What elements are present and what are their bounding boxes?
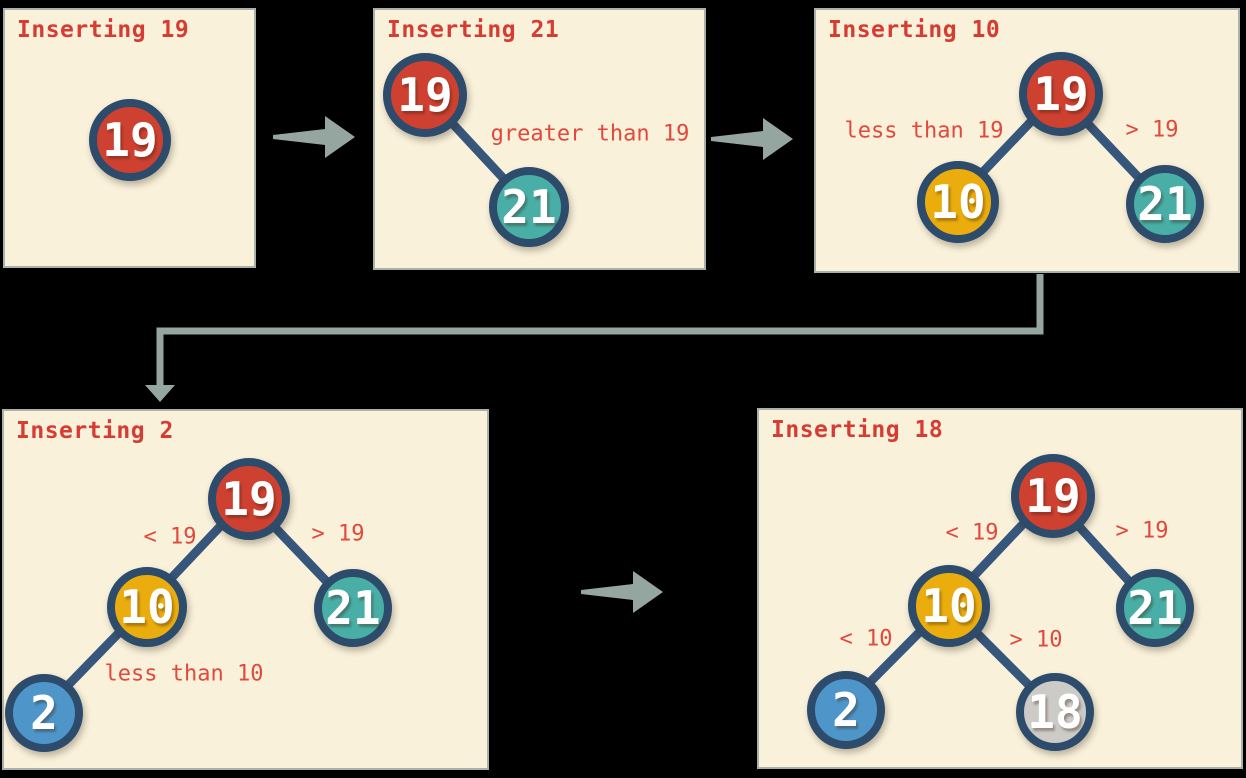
node-value: 18 bbox=[1027, 685, 1083, 739]
step-panel-3: Inserting 10 19 10 21 less than 19 > 19 bbox=[814, 8, 1240, 273]
node-value: 10 bbox=[930, 175, 986, 229]
step-panel-1: Inserting 19 19 bbox=[3, 8, 256, 268]
flow-arrow-down-icon bbox=[145, 385, 175, 402]
edge-label: > 19 bbox=[1125, 117, 1179, 143]
tree-node-21: 21 bbox=[1116, 569, 1194, 647]
tree-node-21: 21 bbox=[489, 167, 569, 247]
edge-label: greater than 19 bbox=[490, 121, 690, 147]
tree-node-18: 18 bbox=[1016, 673, 1094, 751]
tree-node-10: 10 bbox=[917, 161, 999, 243]
step-title: Inserting 2 bbox=[16, 418, 174, 444]
edge-label: < 10 bbox=[839, 626, 893, 652]
step-panel-4: Inserting 2 19 10 21 2 < 19 > 19 less than 10 bbox=[2, 409, 489, 770]
edge-label: less than 10 bbox=[104, 661, 264, 687]
tree-node-19: 19 bbox=[383, 53, 467, 137]
step-title: Inserting 10 bbox=[828, 17, 1001, 43]
flow-arrow-right-icon bbox=[581, 571, 663, 613]
tree-node-21: 21 bbox=[1126, 165, 1204, 243]
step-panel-5: Inserting 18 19 10 21 2 18 < 19 > 19 < 10 > 10 bbox=[757, 408, 1243, 769]
edge-label: > 10 bbox=[1009, 627, 1063, 653]
tree-node-19: 19 bbox=[89, 99, 171, 181]
node-value: 2 bbox=[30, 686, 58, 740]
tree-node-21: 21 bbox=[314, 569, 392, 647]
tree-node-2: 2 bbox=[807, 671, 885, 749]
node-value: 19 bbox=[102, 113, 158, 167]
edge-label: > 19 bbox=[1115, 518, 1169, 544]
tree-node-19: 19 bbox=[1019, 52, 1103, 136]
edge-label: > 19 bbox=[311, 521, 365, 547]
edge-label: < 19 bbox=[143, 524, 197, 550]
edge-label: less than 19 bbox=[844, 118, 1004, 144]
node-value: 21 bbox=[1137, 177, 1193, 231]
flow-arrow-right-icon bbox=[273, 116, 355, 158]
step-panel-2: Inserting 21 19 21 greater than 19 bbox=[373, 8, 706, 270]
node-value: 21 bbox=[1127, 581, 1183, 635]
step-title: Inserting 21 bbox=[387, 17, 560, 43]
node-value: 21 bbox=[325, 581, 381, 635]
tree-node-19: 19 bbox=[208, 458, 290, 540]
edge-label: < 19 bbox=[945, 520, 999, 546]
flow-arrow-right-icon bbox=[711, 118, 793, 160]
tree-node-2: 2 bbox=[5, 674, 83, 752]
node-value: 19 bbox=[1025, 469, 1081, 523]
node-value: 2 bbox=[832, 683, 860, 737]
node-value: 21 bbox=[501, 180, 557, 234]
node-value: 19 bbox=[221, 472, 277, 526]
step-title: Inserting 18 bbox=[771, 417, 944, 443]
node-value: 10 bbox=[921, 579, 977, 633]
tree-node-10: 10 bbox=[107, 567, 187, 647]
node-value: 19 bbox=[397, 68, 453, 122]
step-title: Inserting 19 bbox=[17, 17, 190, 43]
node-value: 10 bbox=[119, 580, 175, 634]
tree-node-10: 10 bbox=[908, 565, 990, 647]
tree-node-19: 19 bbox=[1011, 454, 1095, 538]
node-value: 19 bbox=[1033, 67, 1089, 121]
flow-elbow-connector bbox=[156, 274, 1044, 387]
